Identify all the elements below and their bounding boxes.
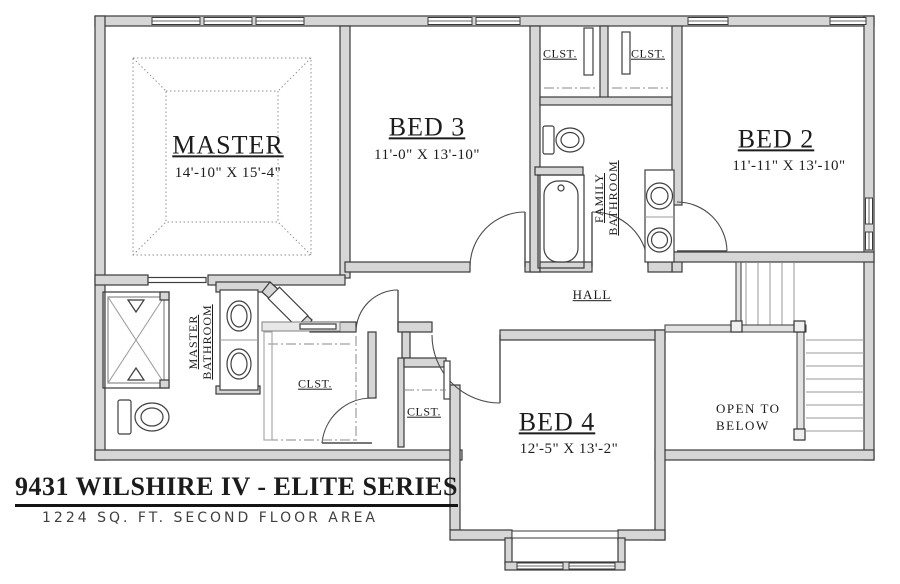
hall-label: HALL [572,287,612,303]
bed2-room-label: BED 2 [737,124,815,154]
master-toilet-icon [117,399,170,435]
master-room-dims: 14'-10" X 15'-4" [174,165,282,182]
plan-title: 9431 WILSHIRE IV - ELITE SERIES [15,472,458,507]
master-suite-door-icon [355,289,399,333]
shower [102,291,170,389]
family-vanity [644,169,675,263]
closet-door-icon [443,360,451,400]
bed3-room-dims: 11'-0" X 13'-10" [374,147,480,164]
railing-post-icon [793,320,806,333]
interior-walls [94,25,875,571]
family-bathroom-label: FAMILY BATHROOM [592,160,620,236]
plan-subtitle: 1224 SQ. FT. SECOND FLOOR AREA [42,510,379,526]
closet-rod-lines [263,87,668,442]
stair-railing [664,320,807,441]
open-to-below-label: OPEN TO BELOW [716,401,781,433]
closet-label-top-right: CLST. [631,46,665,61]
bed4-door-icon [431,334,501,404]
closet-door-icon [621,31,631,75]
tray-ceiling-outline [132,57,312,256]
master-bathroom-label: MASTER BATHROOM [186,304,214,380]
closet-label-master: CLST. [298,376,332,391]
bed2-room-dims: 11'-11" X 13'-10" [732,158,846,175]
door-swings [147,27,728,444]
master-bath-door-icon [321,397,373,444]
shower-head-icon [126,299,146,314]
bathtub-icon [537,174,585,269]
window-icon [151,17,873,251]
bath-partition-wall [534,166,584,176]
exterior-walls [94,15,875,461]
closet-label-bed4: CLST. [407,404,441,419]
window-icons [151,17,873,251]
bed2-door-icon [676,201,728,252]
master-door-icon [147,276,207,284]
closet-door-icon [583,27,594,76]
corner-cabinet-icon [267,286,309,328]
master-room-label: MASTER [172,130,284,160]
bed4-room-dims: 12'-5" X 13'-2" [519,441,619,458]
closet-label-top-left: CLST. [543,46,577,61]
railing-post-icon [730,320,743,333]
master-vanity [219,286,341,391]
bed4-room-label: BED 4 [518,407,596,437]
staircase [735,261,864,432]
family-toilet-icon [542,125,585,155]
bed3-door-icon [469,211,526,268]
railing-post-icon [793,428,806,441]
bed3-room-label: BED 3 [388,112,466,142]
shower-head-icon [126,366,146,381]
